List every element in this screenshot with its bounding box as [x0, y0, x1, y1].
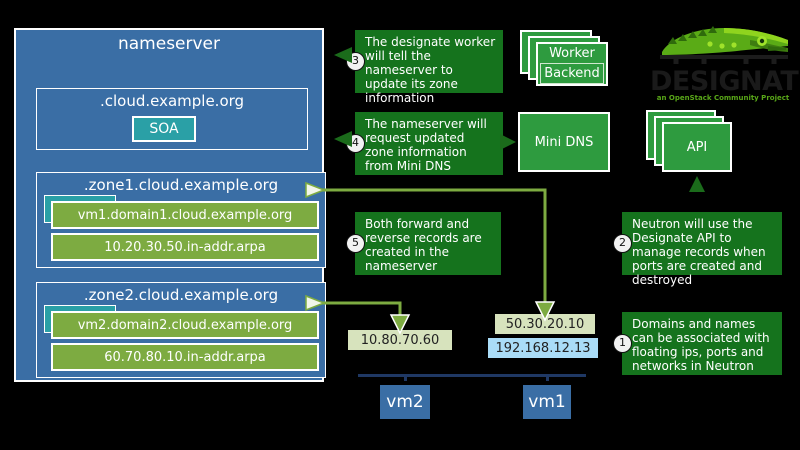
callout-4: 4 The nameserver will request updated zo… — [346, 112, 503, 175]
callout-2-badge: 2 — [613, 234, 632, 253]
zone-root-label: .cloud.example.org — [99, 92, 245, 110]
api-service: API — [662, 122, 732, 172]
worker-backend-label: Backend — [540, 63, 604, 84]
nameserver-panel: nameserver .cloud.example.org SOA .zone1… — [14, 28, 326, 382]
zone-1: .zone1.cloud.example.org vm1.domain1.clo… — [36, 172, 326, 268]
ip-label-floating-vm2: 10.80.70.60 — [348, 330, 452, 350]
callout-1-badge: 1 — [613, 334, 632, 353]
zone-2-forward-record: vm2.domain2.cloud.example.org — [51, 311, 319, 339]
callout-2-text: Neutron will use the Designate API to ma… — [632, 217, 766, 287]
callout-5: 5 Both forward and reverse records are c… — [346, 212, 501, 275]
callout-3-text: The designate worker will tell the names… — [365, 35, 496, 105]
worker-label: Worker — [549, 46, 595, 61]
zone-2-reverse-record: 60.70.80.10.in-addr.arpa — [51, 343, 319, 371]
soa-record: SOA — [132, 116, 196, 142]
callout-3: 3 The designate worker will tell the nam… — [346, 30, 503, 105]
callout-2: 2 Neutron will use the Designate API to … — [613, 212, 782, 287]
callout-5-badge: 5 — [346, 234, 365, 253]
nameserver-title: nameserver — [117, 34, 221, 54]
callout-4-text: The nameserver will request updated zone… — [365, 117, 487, 173]
bus-tick-vm2 — [404, 374, 407, 381]
zone-1-forward-record: vm1.domain1.cloud.example.org — [51, 201, 319, 229]
zone-1-label: .zone1.cloud.example.org — [83, 176, 279, 194]
minidns-service: Mini DNS — [518, 112, 610, 172]
zone-2: .zone2.cloud.example.org vm2.domain2.clo… — [36, 282, 326, 378]
arrow-callout2-to-api — [689, 176, 705, 192]
zone-root: .cloud.example.org SOA — [36, 88, 308, 150]
vm-2: vm2 — [380, 385, 430, 419]
vm-1: vm1 — [523, 385, 571, 419]
callout-5-text: Both forward and reverse records are cre… — [365, 217, 482, 273]
logo-wordmark: DESIGNATE — [650, 66, 800, 97]
callout-4-badge: 4 — [346, 134, 365, 153]
logo-tagline: an OpenStack Community Project — [656, 94, 790, 102]
crocodile-icon — [660, 26, 788, 64]
ip-label-fixed-vm1: 192.168.12.13 — [488, 338, 598, 358]
zone-1-reverse-record: 10.20.30.50.in-addr.arpa — [51, 233, 319, 261]
ip-label-floating-vm1: 50.30.20.10 — [495, 314, 595, 334]
bus-tick-vm1 — [546, 374, 549, 381]
worker-service: Worker Backend — [536, 42, 608, 86]
callout-1-text: Domains and names can be associated with… — [632, 317, 770, 373]
zone-2-label: .zone2.cloud.example.org — [83, 286, 279, 304]
callout-1: 1 Domains and names can be associated wi… — [613, 312, 782, 375]
callout-3-badge: 3 — [346, 52, 365, 71]
network-bus — [358, 374, 586, 377]
designate-logo: DESIGNATE an OpenStack Community Project — [650, 22, 800, 110]
